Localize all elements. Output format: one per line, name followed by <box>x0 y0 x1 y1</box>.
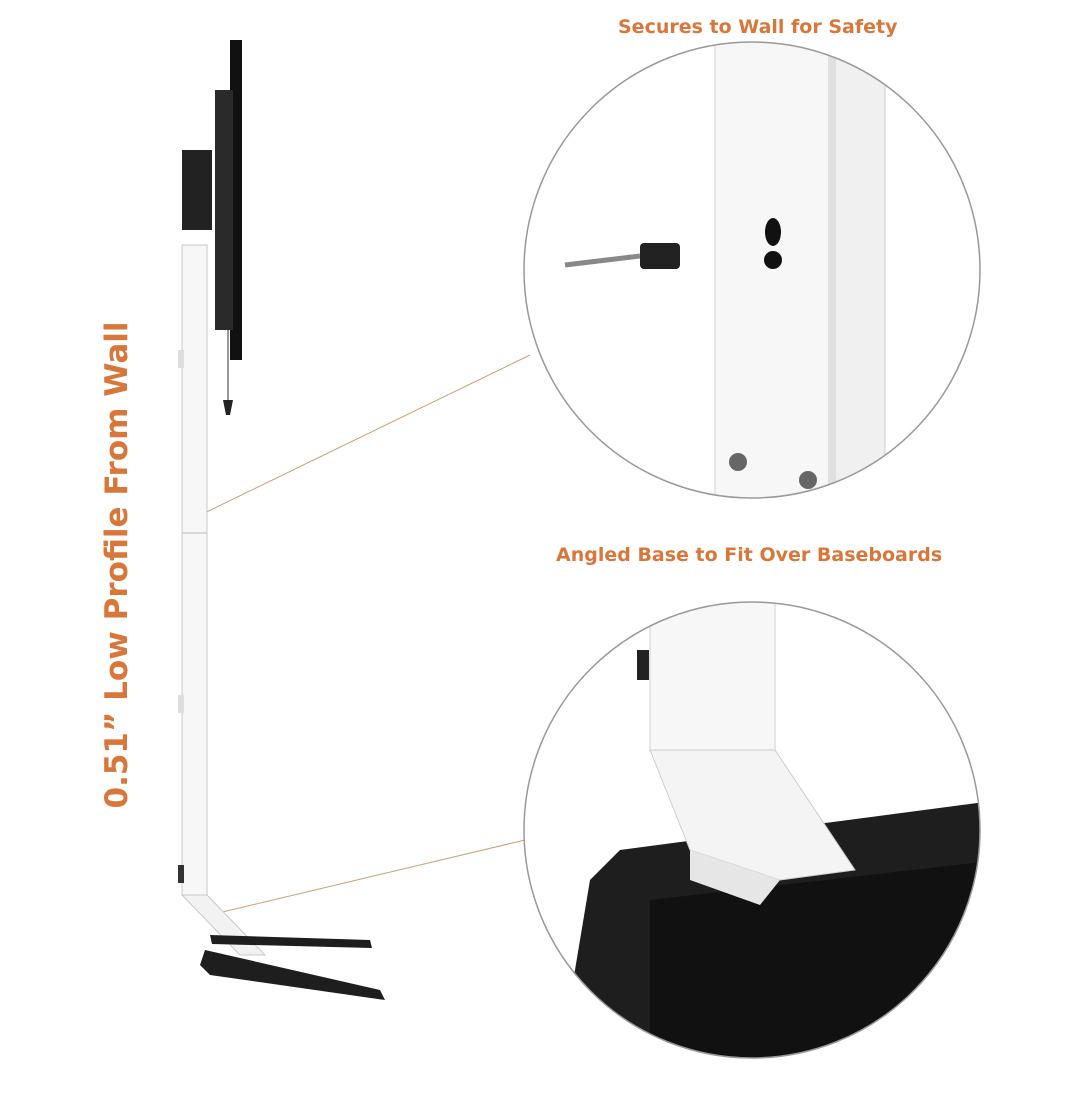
wall-mount-detail <box>523 41 981 499</box>
tv-stand <box>178 40 385 1000</box>
caption-secures-to-wall: Secures to Wall for Safety <box>618 16 898 38</box>
base-detail <box>523 601 981 1059</box>
leader-line-bottom <box>209 839 526 916</box>
leader-line-top <box>189 354 531 521</box>
caption-low-profile: 0.51” Low Profile From Wall <box>99 321 135 809</box>
caption-angled-base: Angled Base to Fit Over Baseboards <box>556 544 943 566</box>
